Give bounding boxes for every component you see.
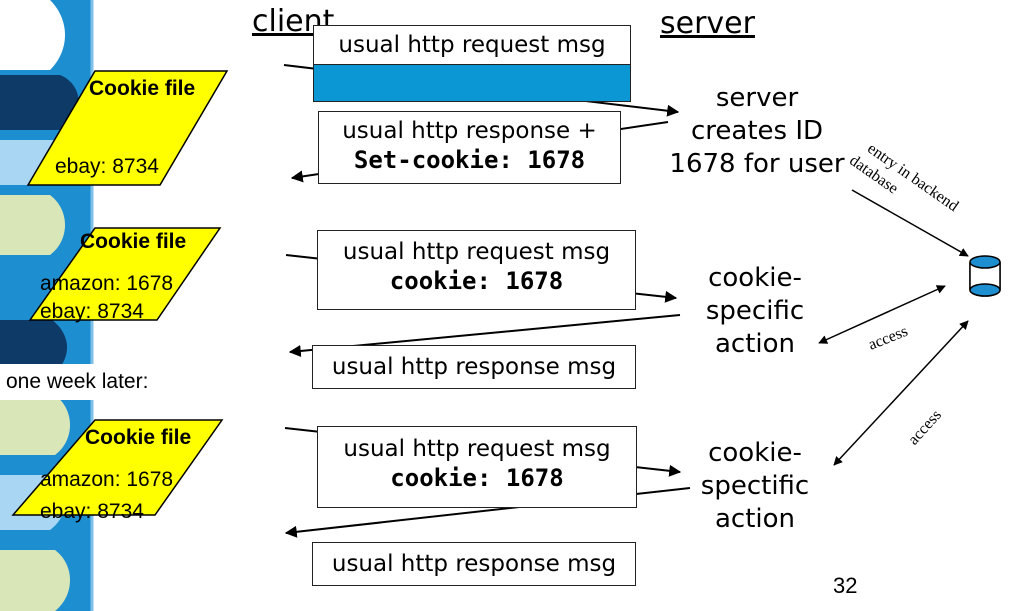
server-creates-id-label: server creates ID 1678 for user (652, 82, 862, 181)
response-message-3: usual http response msg (312, 542, 636, 586)
database-icon (969, 255, 1001, 297)
action-label-line: specific (705, 296, 805, 326)
cookie-file-3-title: Cookie file (85, 426, 192, 449)
cookie-file-2-entry: ebay: 8734 (40, 300, 144, 323)
server-label-line: server (715, 83, 799, 113)
cookie-header: cookie: 1678 (389, 267, 564, 295)
response-message-2-text: usual http response msg (331, 354, 617, 380)
request-message-3: usual http request msg cookie: 1678 (317, 426, 637, 508)
response-message-3-text: usual http response msg (331, 551, 617, 577)
cookie-header: cookie: 1678 (390, 464, 564, 492)
one-week-later-bg (0, 364, 225, 400)
cookie-file-3-shape (11, 419, 224, 516)
action-label-line: action (714, 504, 796, 534)
page-number: 32 (833, 573, 858, 598)
db-entry-arrow (851, 189, 969, 257)
action-label-line: cookie- (708, 438, 802, 468)
cookie-file-1-title: Cookie file (89, 77, 196, 100)
response-message-2: usual http response msg (312, 345, 636, 389)
cookie-file-2-entry: amazon: 1678 (40, 272, 174, 295)
response-message-1-text: usual http response + (342, 118, 597, 144)
action-label-line: cookie- (708, 263, 802, 293)
set-cookie-header: Set-cookie: 1678 (353, 146, 586, 174)
cookie-file-3-entry: ebay: 8734 (40, 500, 144, 523)
cookie-file-1-shape (26, 70, 229, 186)
request-message-2: usual http request msg cookie: 1678 (317, 230, 636, 310)
cookie-specific-action-label-2: cookie- spectific action (680, 437, 830, 536)
request-message-1: usual http request msg (313, 25, 631, 65)
access-arrow-2 (833, 320, 969, 466)
action-label-line: spectific (700, 471, 810, 501)
cookie-file-2-shape (28, 227, 222, 321)
cookie-specific-action-label-1: cookie- specific action (680, 262, 830, 361)
server-label-line: creates ID (690, 116, 824, 146)
server-label-line: 1678 for user (669, 149, 845, 179)
cookie-file-2-title: Cookie file (80, 230, 187, 253)
request-message-1-text: usual http request msg (338, 32, 606, 58)
response-message-1: usual http response + Set-cookie: 1678 (318, 111, 621, 184)
cookie-file-1-entry: ebay: 8734 (55, 155, 159, 178)
request-message-3-text: usual http request msg (343, 436, 611, 462)
request-message-1-cookie-slot (313, 65, 631, 102)
cookie-file-3-entry: amazon: 1678 (40, 468, 174, 491)
action-label-line: action (714, 329, 796, 359)
request-message-2-text: usual http request msg (342, 239, 611, 265)
server-header: server (660, 6, 755, 41)
one-week-later-label: one week later: (6, 370, 149, 393)
